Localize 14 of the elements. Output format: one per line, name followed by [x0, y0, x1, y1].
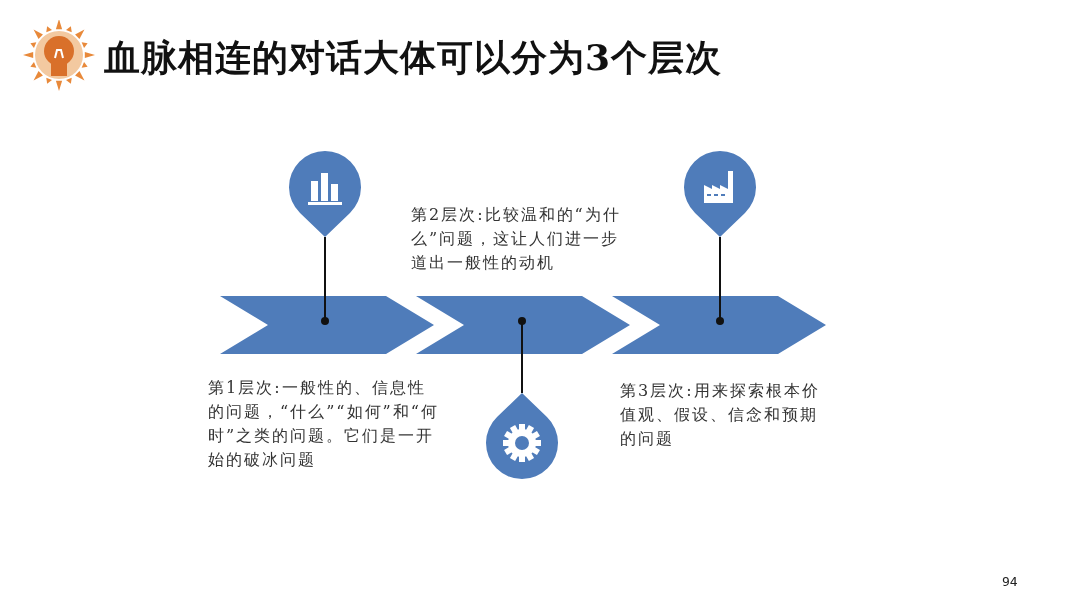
level-description: 第1层次:一般性的、信息性的问题，“什么”“如何”和“何时”之类的问题。它们是一开始的破冰问题	[208, 377, 440, 471]
map-pin	[684, 151, 756, 237]
timeline-stage-band	[220, 296, 434, 354]
connector-line	[518, 317, 526, 394]
map-pin	[486, 393, 558, 479]
level-description: 第2层次:比较温和的“为什么”问题，这让人们进一步道出一般性的动机	[411, 204, 622, 274]
timeline-stage-band	[416, 296, 630, 354]
connector-line	[321, 236, 329, 325]
page-number: 94	[1002, 574, 1018, 589]
timeline-stage-band	[612, 296, 826, 354]
title: 血脉相连的对话大体可以分为3个层次	[104, 35, 723, 80]
level-description: 第3层次:用来探索根本价值观、假设、信念和预期的问题	[620, 380, 821, 450]
map-pin	[289, 151, 361, 237]
connector-line	[716, 236, 724, 325]
